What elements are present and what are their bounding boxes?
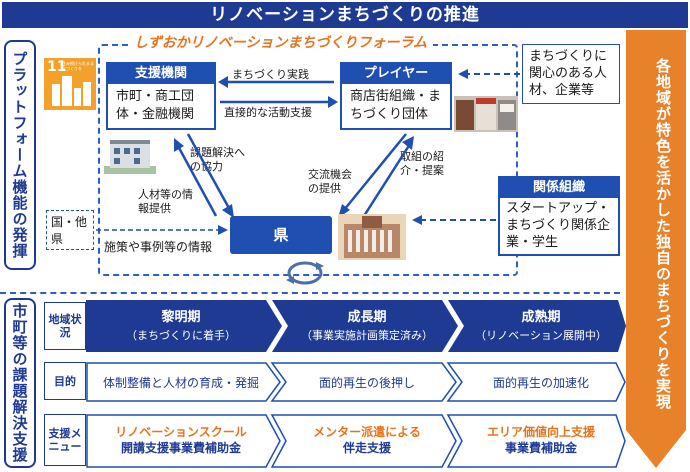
related-to-pref-arrow xyxy=(412,215,496,225)
label-exchange: 交流機会の提供 xyxy=(308,168,352,195)
prefecture-box: 県 xyxy=(230,216,332,254)
municipal-support-tab: 市町等の課題解決支援 xyxy=(4,298,36,468)
menu-2-line2: 伴走支援 xyxy=(342,441,391,455)
purpose-1: 体制整備と人材の育成・発掘 xyxy=(102,376,259,390)
menu-3: エリア価値向上支援 事業費補助金 xyxy=(458,424,624,456)
label-policy-info: 施策や事例等の情報 xyxy=(104,240,213,254)
interested-people-box: まちづくりに関心のある人材、企業等 xyxy=(522,44,620,104)
country-label: 国・他県 xyxy=(51,215,88,246)
realization-text: 各地域が特色を活かした独自のまちづくりを実現 xyxy=(654,58,672,410)
player-header: プレイヤー xyxy=(342,64,450,84)
row-head-menu: 支援メニュー xyxy=(44,414,86,466)
player-box: プレイヤー 商店街組織・まちづくり団体 xyxy=(340,62,452,130)
forum-title: しずおかリノベーションまちづくりフォーラム xyxy=(128,32,434,52)
label-human-resource: 人材等の情報提供 xyxy=(138,188,193,215)
menu-1-line2: 開講支援事業費補助金 xyxy=(120,441,241,455)
realization-arrow xyxy=(626,30,686,468)
support-pref-arrows xyxy=(174,133,234,218)
city-buildings-icon xyxy=(52,76,91,106)
phase-1-sub: （まちづくりに着手） xyxy=(126,329,236,342)
sdg-badge-number: 11 xyxy=(47,59,67,75)
menu-3-line1: エリア価値向上支援 xyxy=(486,425,595,439)
phase-chevrons xyxy=(86,300,626,352)
country-box: 国・他県 xyxy=(46,210,94,250)
menu-chevrons xyxy=(86,414,626,468)
sdg-badge-text: 住み続けられるまちづくりを xyxy=(62,61,94,71)
phase-1: 黎明期 （まちづくりに着手） xyxy=(86,306,276,343)
related-org-body: スタートアップ・まちづくり関係企業・学生 xyxy=(506,201,611,250)
cycle-arrows-icon xyxy=(286,261,324,285)
menu-2: メンター派遣による 伴走支援 xyxy=(282,424,452,456)
support-player-arrows xyxy=(218,76,338,108)
purpose-3: 面的再生の加速化 xyxy=(492,376,589,390)
platform-tab: プラットフォーム機能の発揮 xyxy=(4,40,36,270)
menu-1-line1: リノベーションスクール xyxy=(115,425,247,439)
page-title: リノベーションまちづくりの推進 xyxy=(2,2,688,28)
label-initiatives: 取組の紹介・提案 xyxy=(400,150,444,177)
label-direct-support: 直接的な活動支援 xyxy=(224,106,312,119)
player-pref-arrows xyxy=(338,133,414,218)
support-org-header: 支援機関 xyxy=(108,64,214,84)
phase-2-title: 成長期 xyxy=(347,310,387,325)
phase-1-title: 黎明期 xyxy=(161,310,201,325)
phase-3-sub: （リノベーション展開中） xyxy=(475,329,607,342)
interested-people-text: まちづくりに関心のある人材、企業等 xyxy=(529,49,608,98)
shopping-street-image xyxy=(454,96,518,132)
support-org-box: 支援機関 市町・商工団体・金融機関 xyxy=(106,62,216,130)
office-building-image xyxy=(104,140,156,174)
interested-to-player-arrow xyxy=(458,69,520,79)
purpose-chevrons xyxy=(86,362,626,402)
policy-info-arrow xyxy=(96,225,228,235)
row-head-status: 地域状況 xyxy=(44,302,86,350)
sdg-11-badge: 11 住み続けられるまちづくりを xyxy=(44,58,96,110)
phase-2-sub: （事業実施計画策定済み） xyxy=(301,329,433,342)
purpose-2: 面的再生の後押し xyxy=(318,376,415,390)
row-head-purpose: 目的 xyxy=(44,362,86,400)
phase-3: 成熟期 （リノベーション展開中） xyxy=(458,306,624,343)
menu-2-line1: メンター派遣による xyxy=(313,425,421,439)
support-org-body: 市町・商工団体・金融機関 xyxy=(116,89,195,122)
phase-2: 成長期 （事業実施計画策定済み） xyxy=(282,306,452,343)
prefecture-office-image xyxy=(338,214,406,260)
menu-1: リノベーションスクール 開講支援事業費補助金 xyxy=(86,424,276,456)
phase-3-title: 成熟期 xyxy=(521,310,561,325)
player-body: 商店街組織・まちづくり団体 xyxy=(350,89,442,122)
section-divider xyxy=(0,292,620,294)
label-machidukuri-jissen: まちづくり実践 xyxy=(232,68,309,81)
menu-3-line2: 事業費補助金 xyxy=(504,441,577,455)
related-org-box: 関係組織 スタートアップ・まちづくり関係企業・学生 xyxy=(498,176,620,256)
related-org-header: 関係組織 xyxy=(500,178,618,198)
